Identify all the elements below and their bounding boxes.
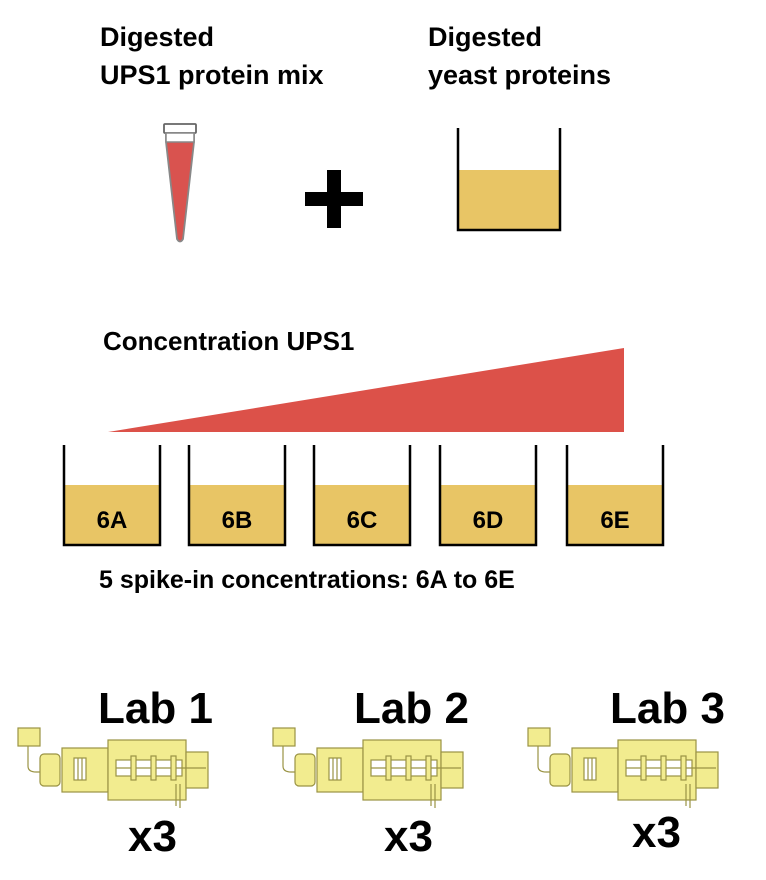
well-label-6c: 6C (346, 507, 378, 534)
well-6e: 6E (565, 445, 665, 547)
concentration-gradient (108, 348, 624, 432)
mass-spectrometer-icon (527, 727, 719, 808)
yeast-label-line1: Digested (428, 22, 543, 52)
wells-caption: 5 spike-in concentrations: 6A to 6E (99, 566, 515, 594)
gradient-label: Concentration UPS1 (103, 326, 355, 356)
well-6a-beaker (62, 445, 162, 547)
lab-2-title: Lab 2 (354, 684, 469, 733)
lab-1-title: Lab 1 (98, 684, 213, 733)
well-label-6e: 6E (600, 507, 630, 534)
lab-3-title: Lab 3 (610, 684, 725, 733)
yeast-label-line2: yeast proteins (428, 60, 612, 91)
beaker-icon (456, 128, 562, 232)
well-6b-beaker (187, 445, 287, 547)
well-label-6a: 6A (96, 507, 128, 534)
well-6b: 6B (187, 445, 287, 547)
tube-icon (163, 123, 197, 243)
well-label-6b: 6B (221, 507, 253, 534)
lab-2-replicates: x3 (384, 812, 433, 861)
mass-spectrometer-icon (272, 727, 464, 808)
well-6a: 6A (62, 445, 162, 547)
yeast-label: Digested yeast proteins (428, 18, 611, 95)
well-6d: 6D (438, 445, 538, 547)
ups1-label-line1: Digested (100, 22, 215, 52)
plus-icon (305, 170, 363, 228)
well-6d-beaker (438, 445, 538, 547)
well-6c: 6C (312, 445, 412, 547)
well-6c-beaker (312, 445, 412, 547)
well-label-6d: 6D (472, 507, 504, 534)
ups1-label-line2: UPS1 protein mix (100, 60, 324, 91)
well-6e-beaker (565, 445, 665, 547)
lab-1-replicates: x3 (128, 812, 177, 861)
ups1-label: Digested UPS1 protein mix (100, 18, 324, 95)
mass-spectrometer-icon (17, 727, 209, 808)
lab-3-replicates: x3 (632, 808, 681, 857)
